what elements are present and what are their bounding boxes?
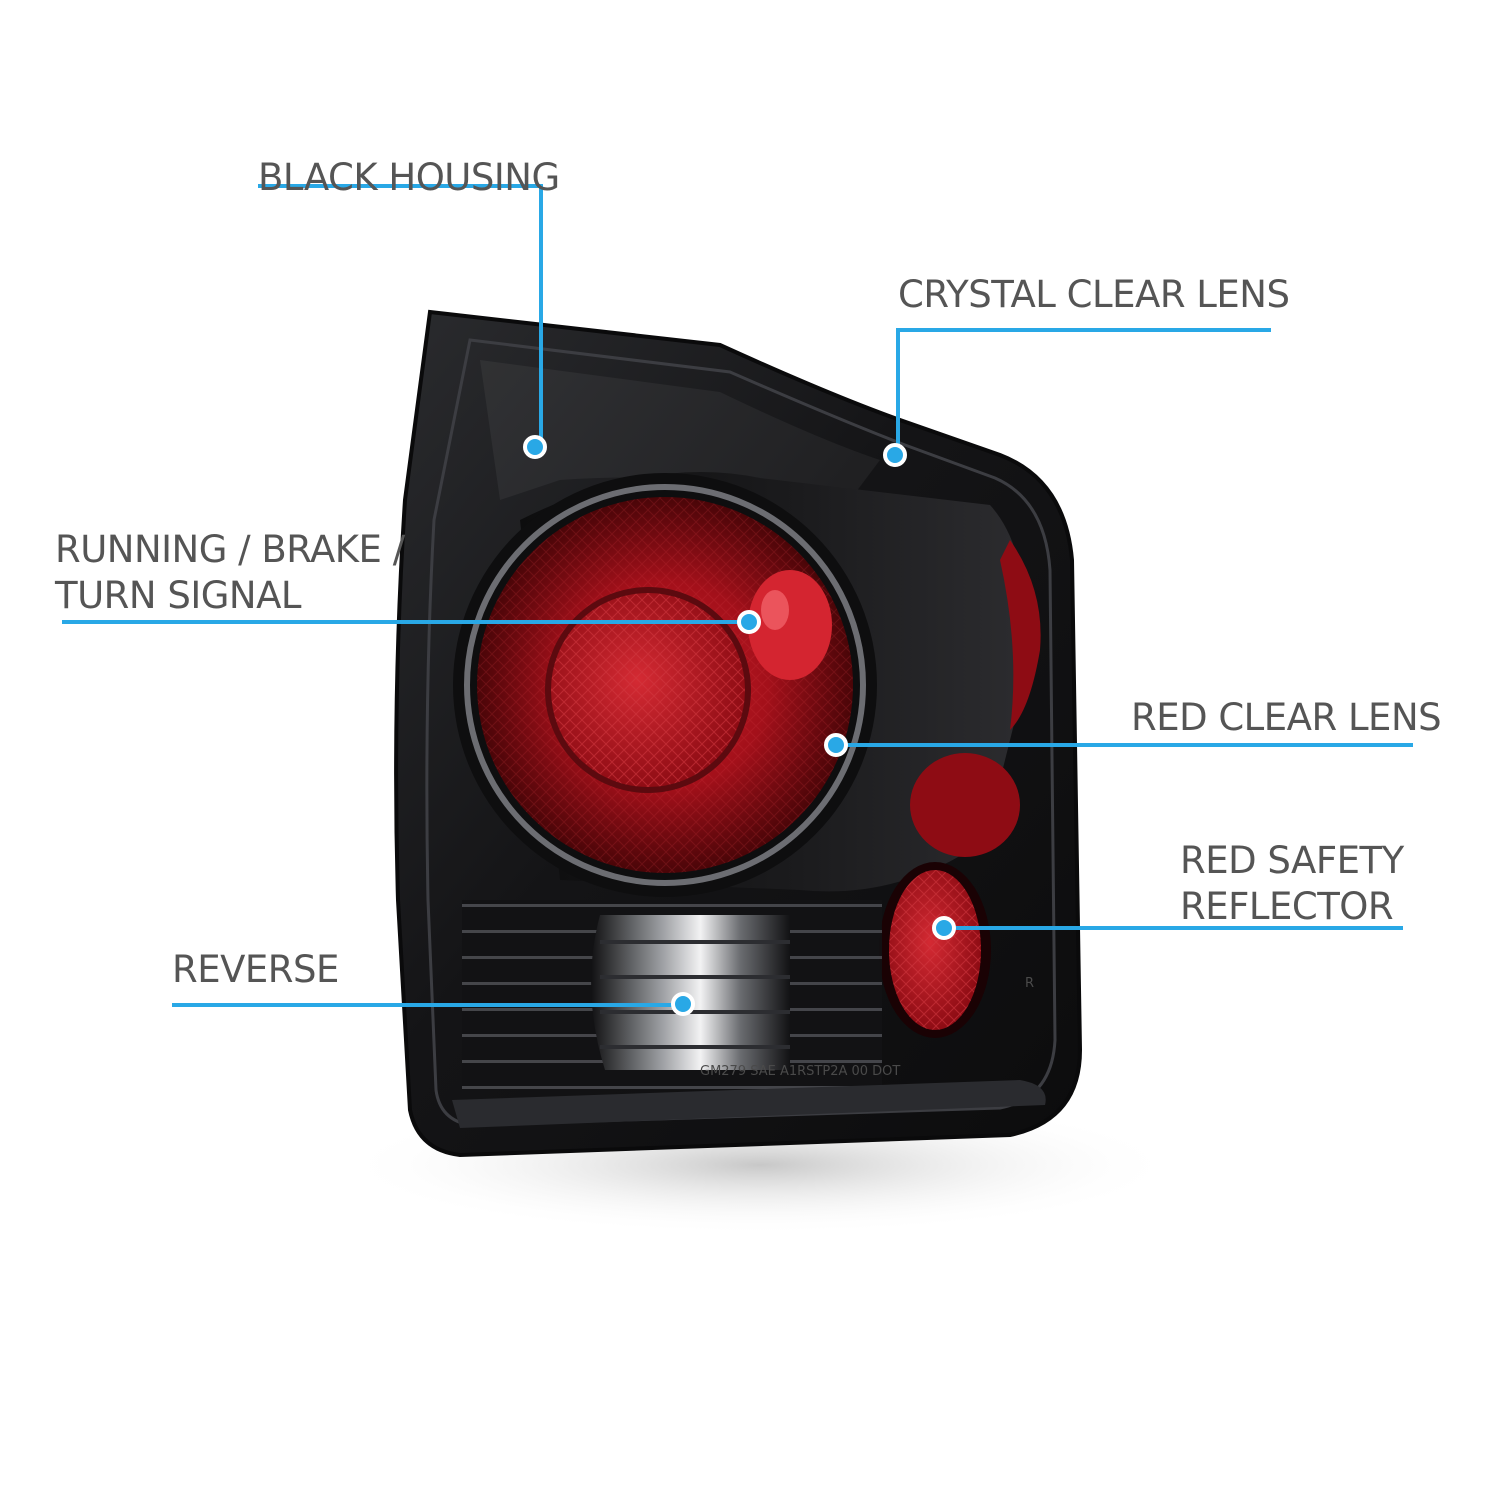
lamp-imprint-text: GM279 SAE A1RSTP2A 00 DOT bbox=[700, 1064, 900, 1079]
callout-red-clear-lens-leader bbox=[824, 733, 1413, 757]
callout-reverse-leader bbox=[172, 992, 695, 1016]
callout-label-black-housing: BLACK HOUSING bbox=[258, 155, 560, 201]
running-brake-turn-label-line-1: RUNNING / BRAKE / bbox=[55, 528, 405, 571]
black-housing-label-line-1: BLACK HOUSING bbox=[258, 156, 560, 199]
crystal-clear-lens-dot bbox=[883, 443, 907, 467]
reverse-label-line-1: REVERSE bbox=[172, 948, 339, 991]
callout-black-housing-leader bbox=[258, 184, 547, 459]
callout-running-brake-turn-leader bbox=[62, 610, 761, 634]
reverse-dot bbox=[671, 992, 695, 1016]
red-safety-reflector-dot bbox=[932, 916, 956, 940]
callout-label-crystal-clear-lens: CRYSTAL CLEAR LENS bbox=[898, 272, 1290, 318]
lamp-imprint-mark: R bbox=[1025, 976, 1034, 991]
black-housing-dot bbox=[523, 435, 547, 459]
red-safety-reflector-label-line-2: REFLECTOR bbox=[1180, 885, 1394, 928]
crystal-clear-lens-line bbox=[896, 328, 1271, 456]
callout-label-running-brake-turn: RUNNING / BRAKE / TURN SIGNAL bbox=[55, 527, 405, 619]
callout-label-red-clear-lens: RED CLEAR LENS bbox=[1131, 695, 1442, 741]
black-housing-line bbox=[258, 184, 543, 448]
callout-label-reverse: REVERSE bbox=[172, 947, 339, 993]
crystal-clear-lens-label-line-1: CRYSTAL CLEAR LENS bbox=[898, 273, 1290, 316]
callout-crystal-clear-lens-leader bbox=[883, 328, 1271, 467]
callout-red-safety-reflector-leader bbox=[932, 916, 1403, 940]
red-clear-lens-label-line-1: RED CLEAR LENS bbox=[1131, 696, 1442, 739]
callout-label-red-safety-reflector: RED SAFETY REFLECTOR bbox=[1180, 838, 1404, 930]
red-safety-reflector-label-line-1: RED SAFETY bbox=[1180, 839, 1404, 882]
red-clear-lens-dot bbox=[824, 733, 848, 757]
running-brake-turn-dot bbox=[737, 610, 761, 634]
running-brake-turn-label-line-2: TURN SIGNAL bbox=[55, 574, 302, 617]
